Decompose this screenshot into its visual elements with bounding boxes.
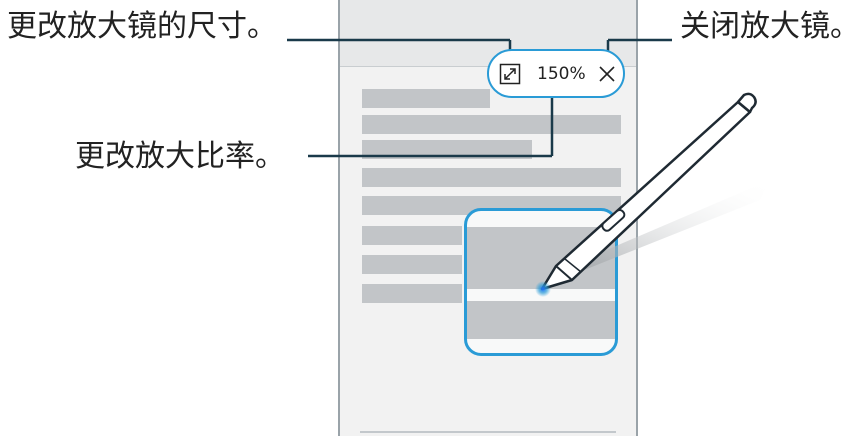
text-line xyxy=(362,168,621,187)
text-line xyxy=(362,89,490,108)
bottom-divider xyxy=(360,431,616,433)
callout-resize-magnifier: 更改放大镜的尺寸。 xyxy=(7,9,277,44)
resize-arrows-icon[interactable] xyxy=(499,63,521,85)
callout-change-zoom: 更改放大比率。 xyxy=(75,139,285,174)
magnifier-toolbar: 150% xyxy=(487,49,625,98)
pen-shadow xyxy=(544,180,770,286)
text-line xyxy=(362,226,462,245)
callout-close-magnifier: 关闭放大镜。 xyxy=(680,9,859,44)
zoom-level-button[interactable]: 150% xyxy=(537,64,586,84)
text-line xyxy=(362,115,621,134)
magnified-text-line xyxy=(467,301,615,339)
text-line xyxy=(362,255,462,274)
text-line xyxy=(362,284,462,303)
pen-tip-glow xyxy=(535,281,551,297)
s-pen-icon xyxy=(540,92,757,291)
text-line xyxy=(362,140,532,159)
close-x-icon[interactable] xyxy=(598,65,616,83)
